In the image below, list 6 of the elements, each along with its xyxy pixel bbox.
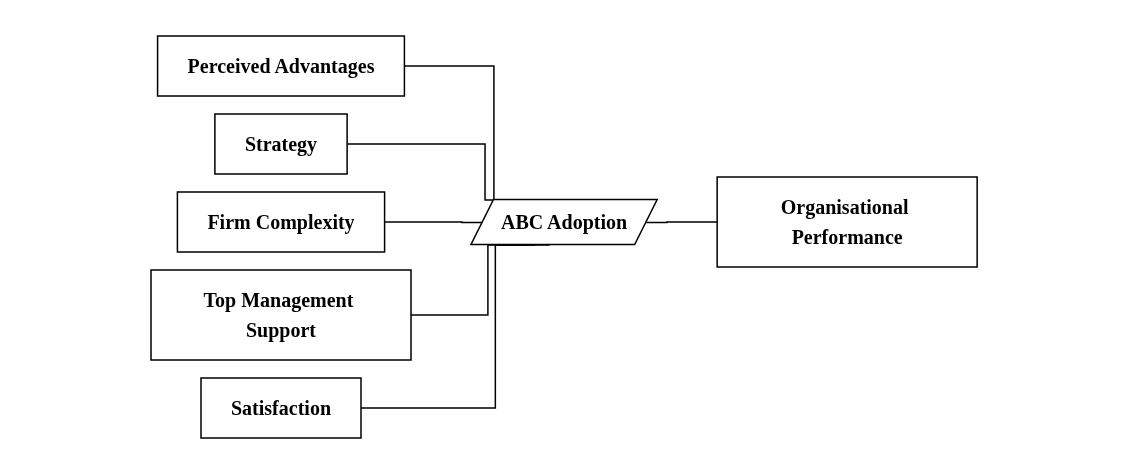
node-box: Strategy [214, 113, 349, 175]
node-box: Firm Complexity [177, 191, 386, 253]
node-box: Top Management Support [150, 269, 413, 361]
node-box: Satisfaction [200, 377, 363, 439]
node-box: Perceived Advantages [157, 35, 406, 97]
node-box: Organisational Performance [716, 176, 979, 268]
